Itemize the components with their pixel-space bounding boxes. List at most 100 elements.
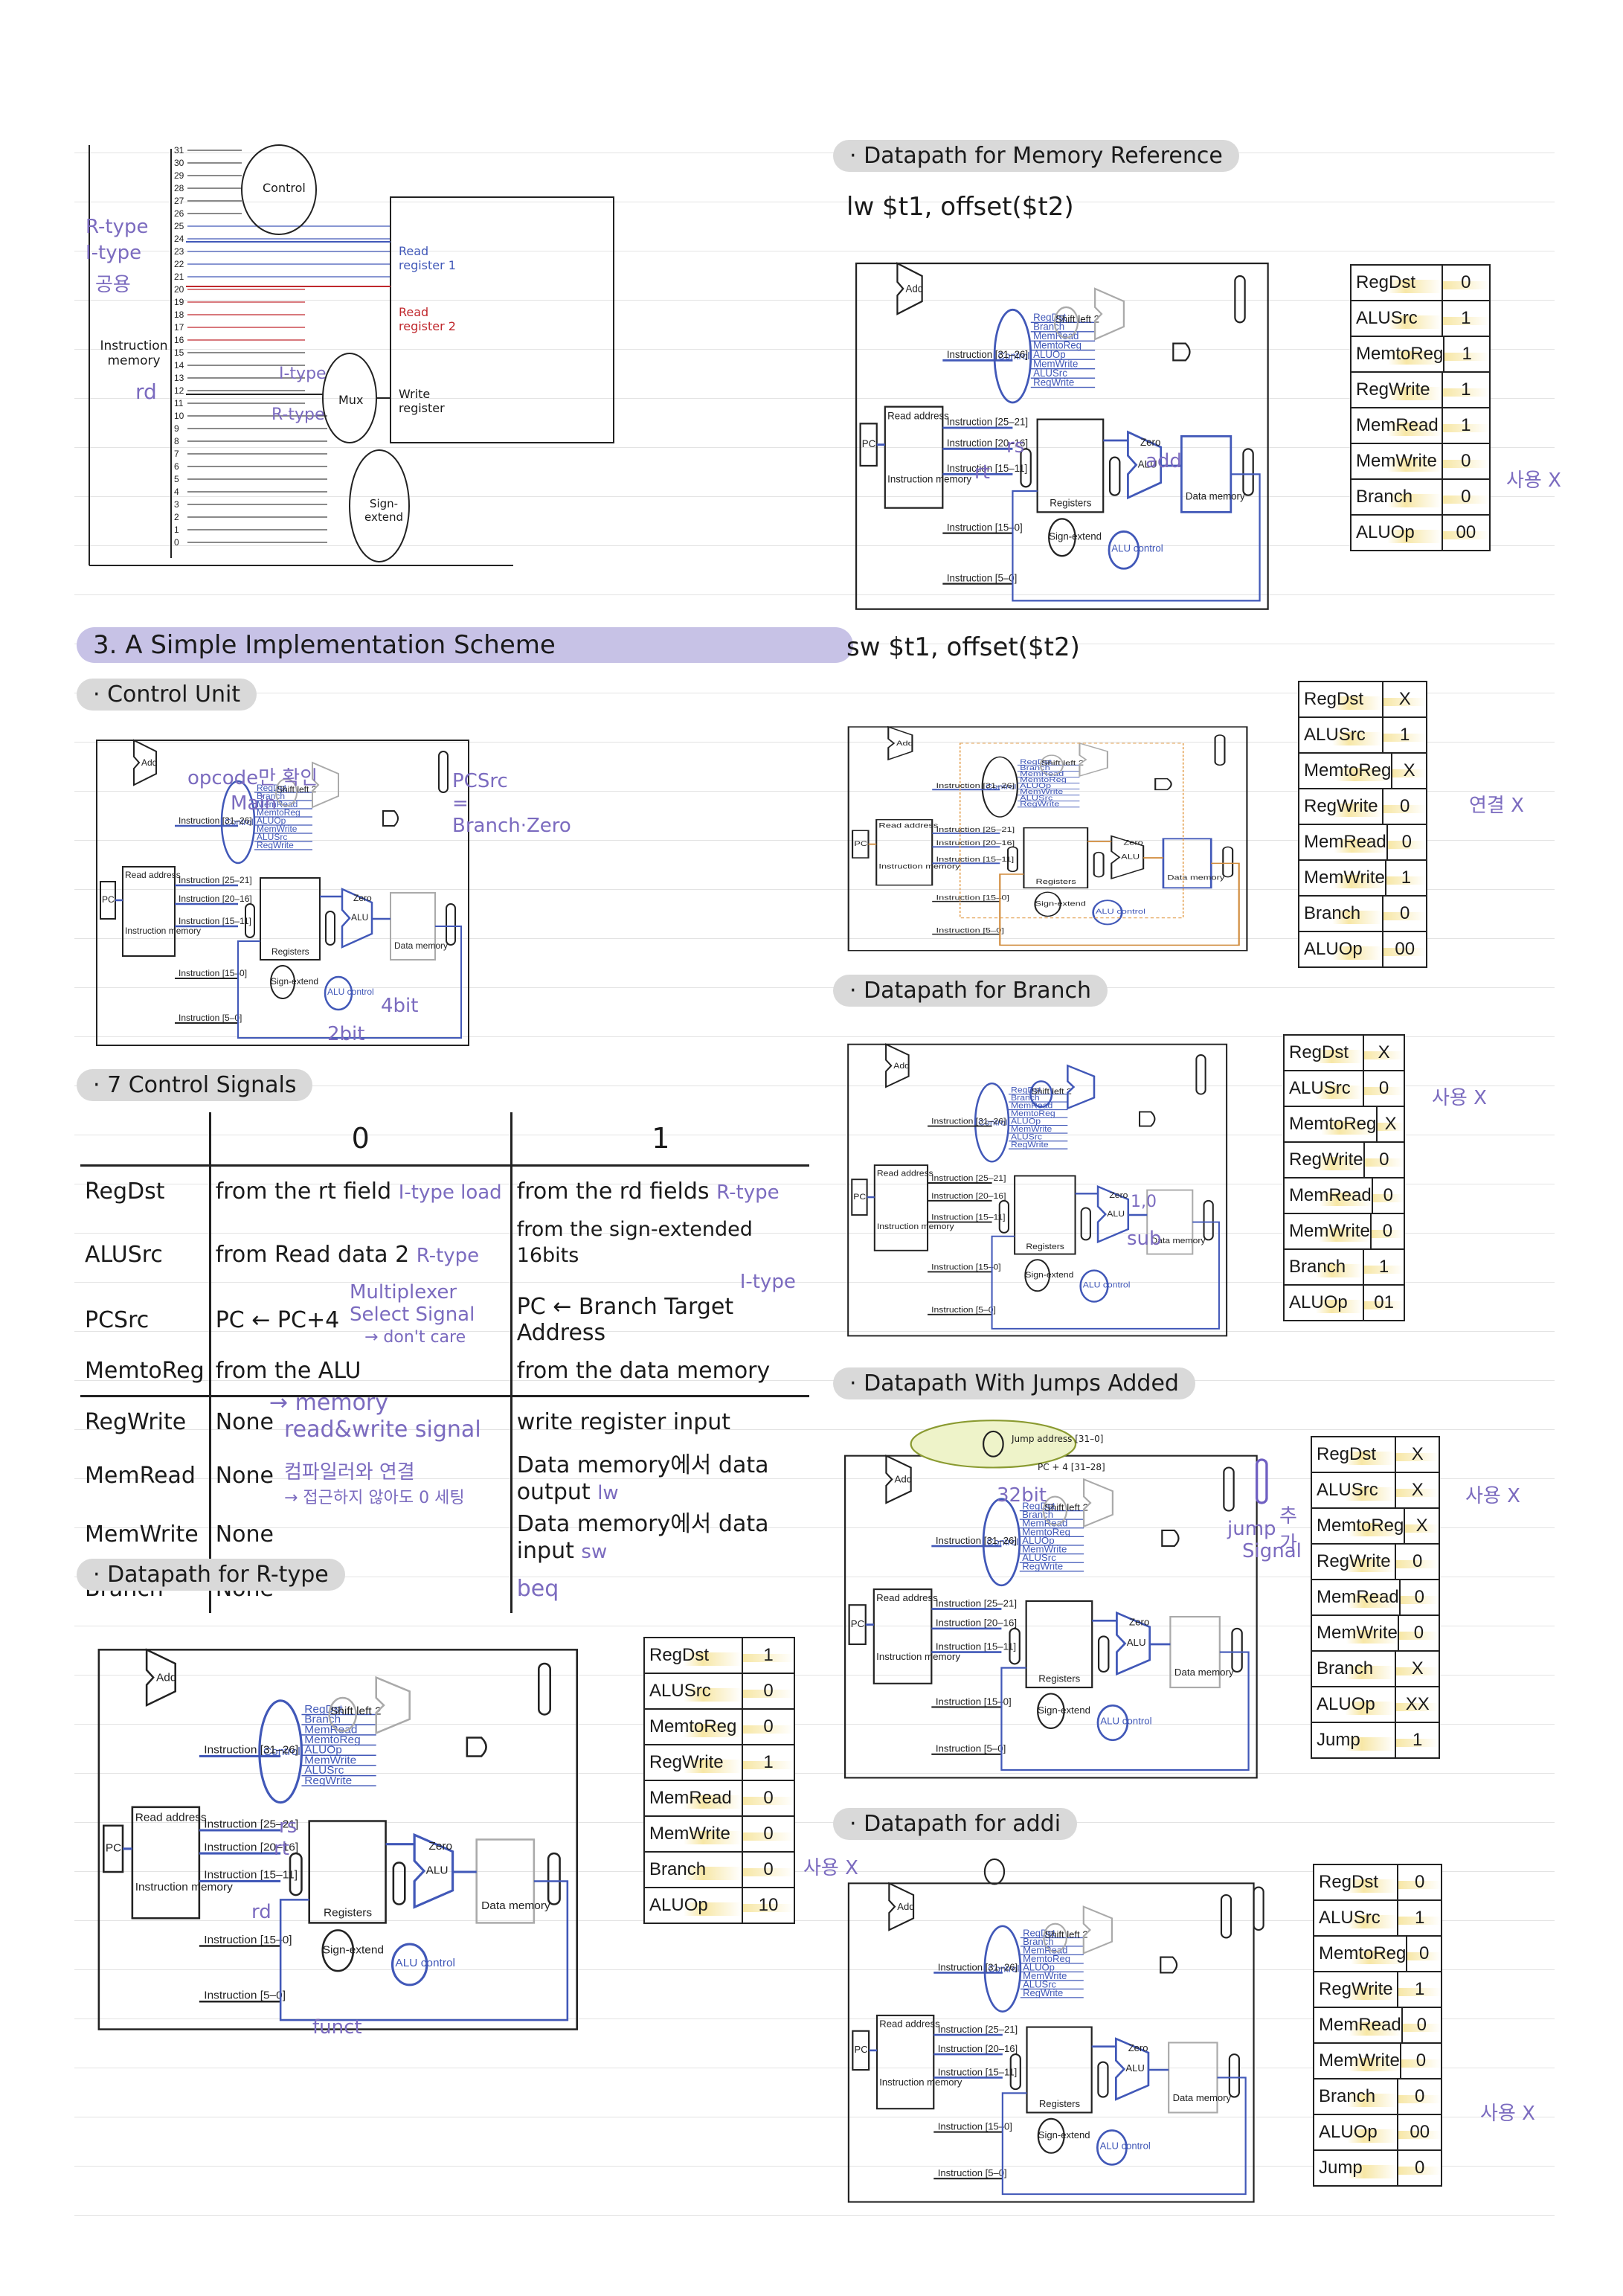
alu-control-label: ALU control <box>1111 542 1163 554</box>
signal-name: RegDst <box>1352 266 1443 300</box>
control-line-label: RegWrite <box>257 840 294 850</box>
control-line-label: RegWrite <box>1033 376 1074 388</box>
sig-name: RegWrite <box>80 1396 211 1446</box>
signal-value: 0 <box>1387 832 1426 853</box>
datapath-frame <box>97 1649 578 2030</box>
pcsrc-mux <box>1220 1893 1232 1939</box>
control-unit <box>981 756 1018 818</box>
signal-name: Branch <box>645 1853 743 1887</box>
memtoreg-mux <box>1222 846 1234 878</box>
fig1-control-label: Control <box>263 181 306 195</box>
data-memory-label: Data memory <box>394 940 448 951</box>
note-2bit: 2bit <box>327 1023 365 1045</box>
instruction-field-label: Instruction [5–0] <box>204 1989 286 2002</box>
signal-value: 1 <box>1398 1979 1441 2000</box>
shift-left-label: Shift left 2 <box>1041 760 1084 767</box>
read-address-label: Read address <box>887 411 949 422</box>
sw-unconnected-note: 연결 X <box>1469 795 1524 817</box>
datapath-frame <box>847 1882 1255 2203</box>
alu-control-unit <box>1108 530 1140 570</box>
sig-name: MemtoReg <box>80 1346 211 1397</box>
signal-name: ALUSrc <box>1314 1901 1399 1935</box>
and-gate <box>1160 1956 1178 1974</box>
and-gate <box>466 1737 487 1757</box>
note-funct: funct <box>312 2016 362 2039</box>
shift-left-unit <box>275 778 298 807</box>
sig-one: from the rd fields <box>516 1178 710 1205</box>
instruction-field-label: Instruction [15–11] <box>179 916 251 926</box>
sign-extend-label: Sign-extend <box>1035 900 1086 908</box>
pc-adder <box>887 725 913 761</box>
bit-label: 27 <box>174 196 184 206</box>
control-line-label: ALUOp <box>304 1744 342 1757</box>
regdst-mux <box>1006 846 1018 873</box>
instruction-field-label: Instruction [15–11] <box>936 1641 1016 1652</box>
addi-unused-note: 사용 X <box>1480 2103 1535 2125</box>
instruction-field-label: Instruction [15–0] <box>936 1696 1012 1707</box>
alu-control-unit <box>1079 1269 1109 1303</box>
control-line-label: MemtoReg <box>304 1734 360 1746</box>
pc-adder <box>133 739 157 786</box>
bit-label: 29 <box>174 170 184 181</box>
signal-name: RegWrite <box>1312 1545 1397 1579</box>
datapath-frame <box>96 740 469 1046</box>
instruction-field-label: Instruction [5–0] <box>179 1013 242 1023</box>
sig-zero: None <box>215 1463 274 1489</box>
control-line-label: ALUSrc <box>1033 368 1067 379</box>
control-line-label: MemRead <box>1020 771 1064 778</box>
bit-label: 16 <box>174 335 184 345</box>
signal-name: MemWrite <box>1285 1214 1372 1248</box>
bit-label: 4 <box>174 487 179 497</box>
signal-value: X <box>1392 760 1426 781</box>
control-line-label: MemWrite <box>1033 358 1078 369</box>
signal-value: 01 <box>1364 1292 1404 1313</box>
registers-label: Registers <box>324 1907 373 1920</box>
sig-one-note: sw <box>581 1541 608 1563</box>
data-memory-label: Data memory <box>1173 2092 1232 2103</box>
control-line-label: MemRead <box>1023 1945 1067 1956</box>
register-file <box>308 1820 387 1924</box>
instruction-field-label: Instruction [5–0] <box>947 572 1018 583</box>
fig1-note-itype: I-type <box>86 242 142 264</box>
instruction-field-label: Instruction [31–26] <box>936 1535 1017 1546</box>
signal-value: 0 <box>1364 1078 1404 1099</box>
data-memory <box>1168 2042 1218 2114</box>
branch-adder <box>312 761 339 809</box>
bit-label: 12 <box>174 385 184 396</box>
signal-name: ALUSrc <box>1299 718 1384 752</box>
registers-label: Registers <box>1039 2098 1080 2109</box>
writeback-flow <box>991 1221 1220 1330</box>
alu-label: ALU <box>1107 1208 1125 1219</box>
alusrc-mux <box>1097 2061 1109 2098</box>
control-label: Control <box>225 817 254 827</box>
note-read-write: read&write signal <box>284 1417 481 1443</box>
signal-name: MemtoReg <box>645 1710 743 1744</box>
alu-label: ALU <box>1138 458 1157 469</box>
control-line-label: MemtoReg <box>1011 1109 1055 1119</box>
shift-left-label: Shift left 2 <box>1032 1086 1072 1097</box>
shift-left-unit <box>1053 306 1079 339</box>
shift-left-unit <box>1042 1495 1067 1526</box>
control-line-label: ALUSrc <box>1022 1552 1056 1563</box>
alu-control-unit <box>1092 900 1123 926</box>
sig-one: Data memory에서 data input <box>516 1511 769 1564</box>
note-jump: jump <box>1227 1518 1276 1540</box>
signal-value: 0 <box>1371 1221 1404 1242</box>
signal-value: 1 <box>1396 1730 1439 1751</box>
data-memory-label: Data memory <box>481 1899 550 1912</box>
sig-zero: from the ALU <box>215 1357 361 1384</box>
